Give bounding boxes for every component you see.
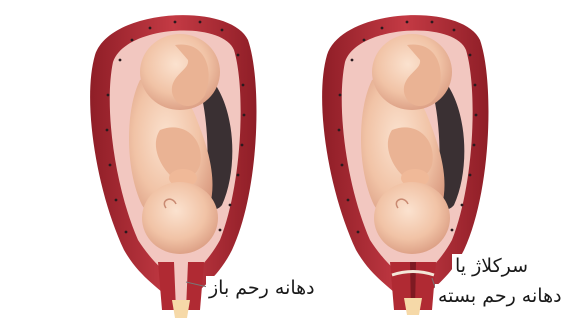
- cerclage-caption-line2: دهانه رحم بسته: [435, 284, 562, 309]
- open-cervix-caption: دهانه رحم باز: [206, 276, 318, 301]
- closed-cervix-canal: [390, 262, 436, 315]
- open-cervix-canal: [158, 262, 204, 318]
- uterus-open-cervix-illustration: [90, 15, 256, 318]
- cerclage-caption-line1: سرکلاژ یا: [452, 254, 531, 279]
